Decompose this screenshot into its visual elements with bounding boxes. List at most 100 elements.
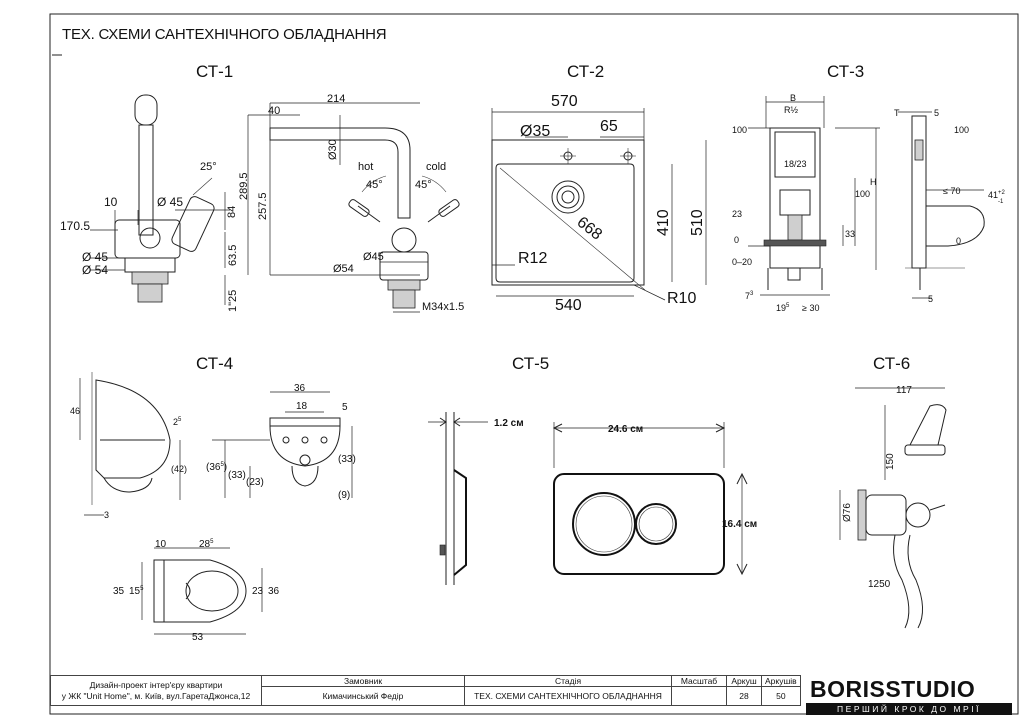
- ct4-dim-23-right: 23: [252, 586, 264, 597]
- ct3-dim-5-bottom: 5: [928, 294, 933, 304]
- scheme-label-ct4: СТ-4: [196, 354, 234, 373]
- scheme-label-ct3: СТ-3: [827, 62, 865, 81]
- ct3-installation-drawing: [748, 96, 985, 299]
- ct4-dim-46: 46: [70, 406, 80, 416]
- ct3-dim-b: B: [790, 93, 796, 103]
- ct5-large-button: [572, 492, 636, 556]
- ct4-dim-33-right: (33): [338, 454, 356, 465]
- ct1-dim-25deg: 25°: [200, 161, 217, 173]
- ct4-dim-18: 18: [296, 401, 308, 412]
- ct1-dim-84: 84: [226, 206, 238, 218]
- ct5-small-button: [635, 503, 677, 545]
- ct4-dim-28-5: 285: [199, 539, 214, 550]
- ct2-dim-65: 65: [600, 118, 618, 135]
- ct1-dim-45deg-hot: 45°: [366, 179, 383, 191]
- studio-logo: BORISSTUDIO ПЕРШИЙ КРОК ДО МРІЇ: [806, 676, 1012, 715]
- ct3-dim-18-23: 18/23: [784, 159, 807, 169]
- ct3-dim-7-3: 73: [745, 291, 754, 301]
- ct6-dim-d76: Ø76: [842, 503, 853, 522]
- logo-wordmark: BORISSTUDIO: [810, 676, 976, 702]
- ct6-shower-drawing: [839, 387, 947, 629]
- ct6-dimension-texts: 117 150 Ø76 1250: [842, 385, 912, 590]
- ct3-dim-le70: ≤ 70: [943, 186, 960, 196]
- project-line-1: Дизайн-проект інтер'єру квартири: [89, 679, 223, 690]
- ct1-dim-40: 40: [268, 105, 280, 117]
- ct3-dim-t: T: [894, 108, 900, 118]
- ct2-dim-540: 540: [555, 297, 582, 314]
- ct2-dim-668: 668: [574, 214, 606, 244]
- stage-header: Стадія: [464, 675, 672, 687]
- ct4-dim-36-5: (365): [206, 462, 227, 473]
- sheet-header: Аркуш: [726, 675, 762, 687]
- ct1-dim-45deg-cold: 45°: [415, 179, 432, 191]
- ct1-dim-d30: Ø30: [327, 139, 339, 160]
- ct4-dim-35: 35: [113, 586, 125, 597]
- ct6-dim-150: 150: [885, 453, 896, 470]
- ct4-dim-2-5: 25: [173, 417, 182, 427]
- ct1-label-hot: hot: [358, 161, 373, 173]
- ct3-dim-h: H: [870, 177, 877, 187]
- ct4-dim-9: (9): [338, 490, 350, 501]
- ct3-dimension-texts: B R½ T 5 100 100 18/23 100 H ≤ 70 41+2 -…: [732, 93, 1006, 313]
- ct4-dim-53: 53: [192, 632, 204, 643]
- ct2-dimension-texts: 570 Ø35 65 668 410 510 R12 540 R10: [518, 93, 706, 314]
- scheme-label-ct5: СТ-5: [512, 354, 550, 373]
- ct1-dim-d54-front: Ø 54: [82, 263, 108, 277]
- ct2-sink-drawing: [491, 108, 707, 301]
- ct1-dimension-texts: 214 40 Ø30 25° hot cold 45° 45° Ø 45 10 …: [60, 93, 464, 313]
- logo-tagline: ПЕРШИЙ КРОК ДО МРІЇ: [806, 703, 1012, 715]
- ct5-dim-height: 16.4 см: [722, 519, 757, 530]
- ct1-dim-m34: M34x1.5: [422, 301, 464, 313]
- ct4-dim-5: 5: [342, 402, 348, 413]
- ct1-dim-170-5: 170.5: [60, 219, 90, 233]
- ct1-dim-thread: 1"25: [227, 290, 239, 312]
- ct1-faucet-drawing: [90, 94, 460, 313]
- ct5-dimension-texts: 1.2 см 24.6 см 16.4 см: [494, 418, 757, 530]
- ct1-label-cold: cold: [426, 161, 446, 173]
- ct4-dim-36-right: 36: [268, 586, 280, 597]
- ct5-dim-depth: 1.2 см: [494, 418, 524, 429]
- ct4-dim-10: 10: [155, 539, 167, 550]
- scheme-label-ct1: СТ-1: [196, 62, 234, 81]
- ct1-dim-d45-top: Ø 45: [157, 195, 183, 209]
- ct3-dim-41: 41+2: [988, 190, 1006, 200]
- ct3-dim-23: 23: [732, 209, 742, 219]
- ct4-dim-36: 36: [294, 383, 306, 394]
- ct1-dim-289-5: 289.5: [238, 172, 250, 200]
- ct5-dim-width: 24.6 см: [608, 424, 643, 435]
- ct6-dim-1250: 1250: [868, 579, 891, 590]
- ct3-dim-100-mid: 100: [855, 189, 870, 199]
- ct1-dim-d54-side: Ø54: [333, 263, 354, 275]
- ct1-dim-10: 10: [104, 195, 118, 209]
- project-name-cell: Дизайн-проект інтер'єру квартири у ЖК "U…: [50, 675, 262, 706]
- ct1-dim-d45-bottom: Ø 45: [82, 250, 108, 264]
- ct4-dim-33-left: (33): [228, 470, 246, 481]
- client-header: Замовник: [261, 675, 465, 687]
- scale-value: [671, 686, 727, 706]
- project-line-2: у ЖК "Unit Home", м. Київ, вул.ГаретаДжо…: [61, 690, 251, 701]
- ct2-dim-r12: R12: [518, 250, 547, 267]
- sheets-header: Аркушів: [761, 675, 801, 687]
- ct3-dim-r-half: R½: [784, 105, 798, 115]
- stage-value: ТЕХ. СХЕМИ САНТЕХНІЧНОГО ОБЛАДНАННЯ: [464, 686, 672, 706]
- ct2-dim-410: 410: [655, 209, 672, 236]
- ct3-dim-ge30: ≥ 30: [802, 303, 819, 313]
- ct3-dim-100-right: 100: [954, 125, 969, 135]
- ct5-flush-plate-drawing: [428, 412, 748, 585]
- ct1-dim-257-5: 257.5: [257, 192, 269, 220]
- client-value: Кимачинський Федір: [261, 686, 465, 706]
- ct4-dim-42: (42): [171, 464, 187, 474]
- ct3-dim-100-left: 100: [732, 125, 747, 135]
- ct1-dim-d45-side: Ø45: [363, 251, 384, 263]
- ct2-dim-d35: Ø35: [520, 123, 550, 140]
- sheet-value: 28: [726, 686, 762, 706]
- ct3-dim-0-20: 0–20: [732, 257, 752, 267]
- scale-header: Масштаб: [671, 675, 727, 687]
- ct3-dim-19-5: 195: [776, 303, 790, 313]
- ct2-dim-570: 570: [551, 93, 578, 110]
- ct6-dim-117: 117: [896, 385, 912, 396]
- sheet-title: ТЕХ. СХЕМИ САНТЕХНІЧНОГО ОБЛАДНАННЯ: [62, 26, 387, 43]
- ct4-toilet-drawing: [79, 372, 353, 635]
